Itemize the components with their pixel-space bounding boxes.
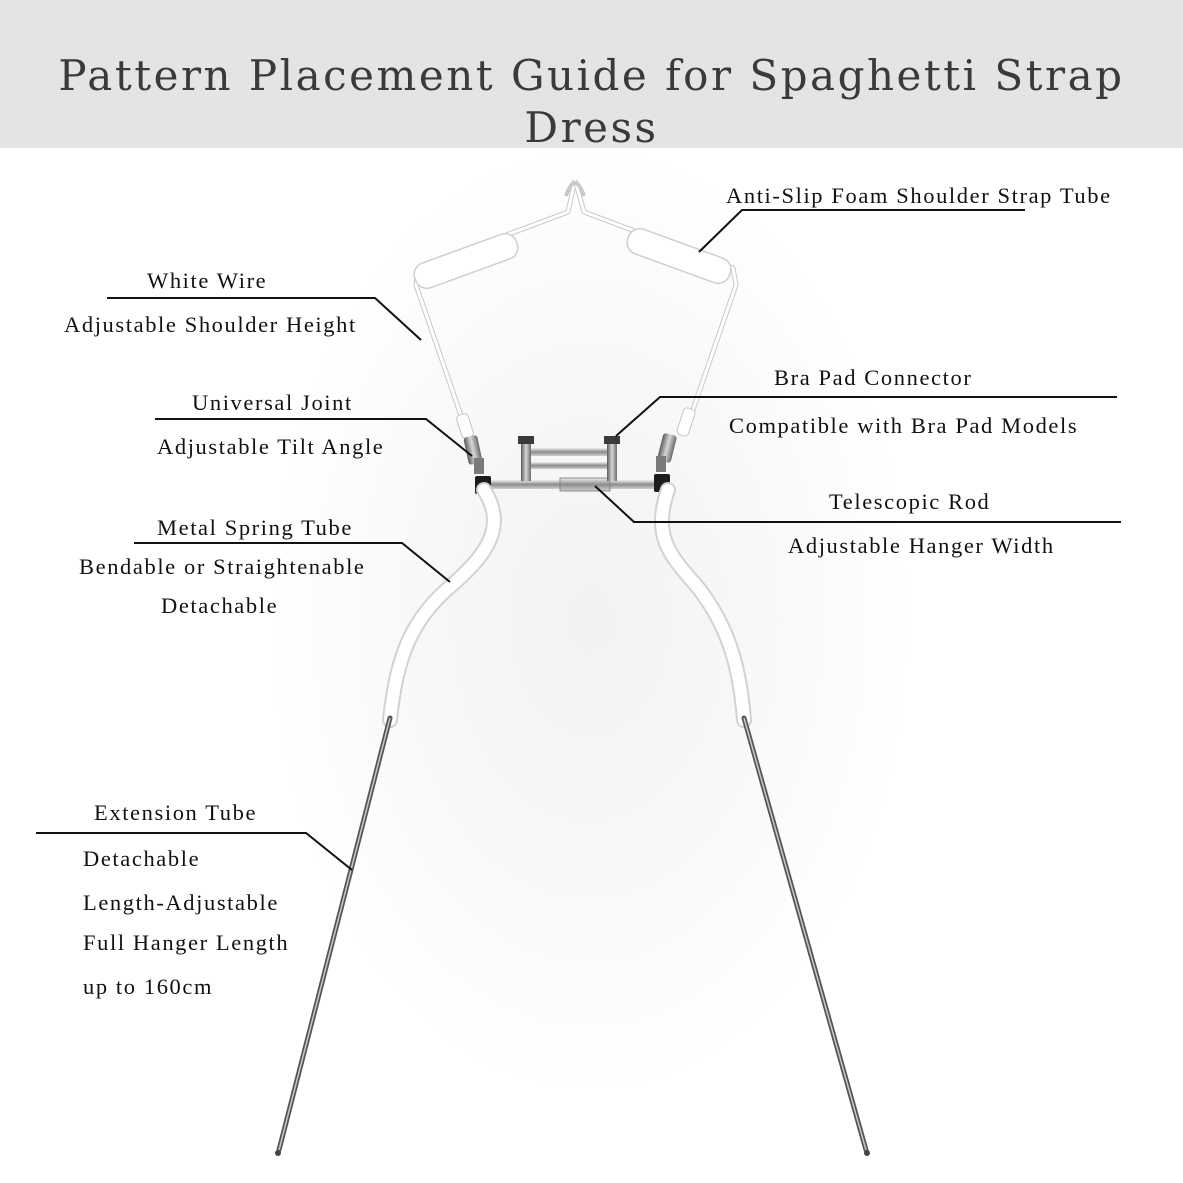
- label-bendable: Bendable or Straightenable: [79, 554, 366, 579]
- label-up-to: up to 160cm: [83, 974, 214, 999]
- leader-bra-pad: [615, 396, 1117, 437]
- foam-tube-left: [413, 232, 519, 290]
- page-title: Pattern Placement Guide for Spaghetti St…: [58, 51, 1125, 152]
- foam-tube-right: [626, 227, 732, 285]
- label-telescopic-rod: Telescopic Rod: [829, 489, 991, 514]
- label-bra-pad-connector: Bra Pad Connector: [774, 365, 973, 390]
- leader-telescopic-rod: [594, 485, 1121, 523]
- spring-tube-left: [382, 482, 502, 728]
- spring-tube-right: [653, 482, 752, 728]
- universal-joint-right: [656, 407, 696, 472]
- leader-universal-joint: [155, 418, 473, 457]
- label-full-length: Full Hanger Length: [83, 930, 290, 955]
- label-bra-pad-models: Compatible with Bra Pad Models: [729, 413, 1079, 438]
- label-shoulder-height: Adjustable Shoulder Height: [64, 312, 357, 337]
- leader-spring-tube: [134, 542, 451, 583]
- bra-pad-connector: [518, 436, 620, 481]
- extension-tube-left: [275, 715, 393, 1156]
- leader-extension-tube: [36, 832, 353, 871]
- label-spring-tube: Metal Spring Tube: [157, 515, 353, 540]
- telescopic-rod: [475, 474, 670, 494]
- label-spring-detachable: Detachable: [161, 593, 279, 618]
- label-hanger-width: Adjustable Hanger Width: [788, 533, 1055, 558]
- label-extension-tube: Extension Tube: [94, 800, 258, 825]
- leader-foam-tube: [698, 209, 1025, 253]
- label-length-adjustable: Length-Adjustable: [83, 890, 279, 915]
- label-universal-joint: Universal Joint: [192, 390, 353, 415]
- leader-lines: [36, 209, 1121, 871]
- white-wire: [413, 179, 739, 431]
- label-tilt-angle: Adjustable Tilt Angle: [157, 434, 385, 459]
- universal-joint-left: [456, 413, 484, 474]
- label-white-wire: White Wire: [147, 268, 268, 293]
- leader-white-wire: [107, 297, 422, 341]
- label-foam-tube: Anti-Slip Foam Shoulder Strap Tube: [726, 183, 1112, 208]
- extension-tube-right: [741, 715, 870, 1156]
- label-ext-detachable: Detachable: [83, 846, 201, 871]
- header-banner: Pattern Placement Guide for Spaghetti St…: [0, 0, 1183, 152]
